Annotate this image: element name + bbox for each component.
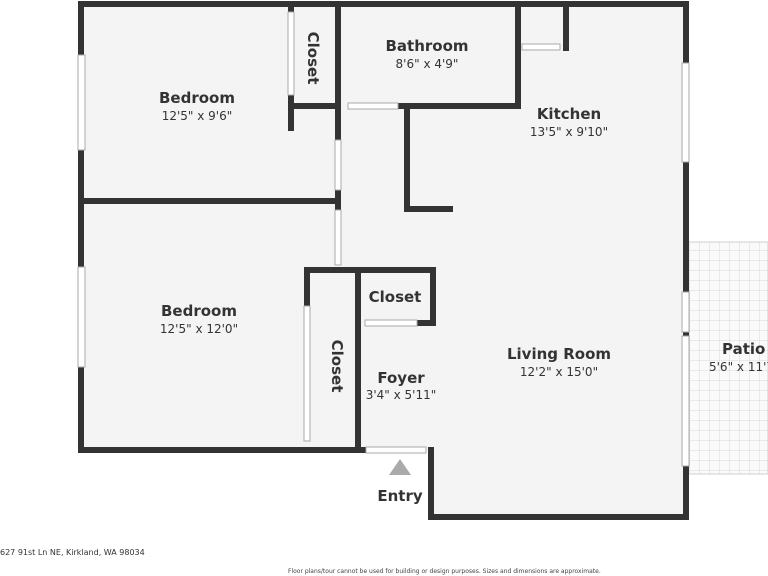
entry-arrow-icon [389,459,411,475]
room-dims-bedroom-top: 12'5" x 9'6" [162,109,233,123]
property-address: 627 91st Ln NE, Kirkland, WA 98034 [0,548,145,557]
patio-area [687,241,768,475]
room-label-bathroom: Bathroom [385,37,468,55]
room-label-kitchen: Kitchen [537,105,601,123]
disclaimer-text: Floor plans/tour cannot be used for buil… [288,568,601,575]
windows [77,54,690,368]
room-dims-foyer: 3'4" x 5'11" [366,388,437,402]
room-dims-living-room: 12'2" x 15'0" [520,365,598,379]
room-dims-bathroom: 8'6" x 4'9" [396,57,459,71]
room-label-closet-bottom: Closet [328,340,346,393]
room-label-closet-top: Closet [304,32,322,85]
entry-label: Entry [377,487,422,505]
room-label-living-room: Living Room [507,345,611,363]
room-label-bedroom-bottom: Bedroom [161,302,237,320]
room-label-foyer: Foyer [377,369,425,387]
room-label-closet-foyer: Closet [369,288,422,306]
room-dims-bedroom-bottom: 12'5" x 12'0" [160,322,238,336]
room-label-patio: Patio [722,340,765,358]
room-label-bedroom-top: Bedroom [159,89,235,107]
exterior-walls [78,1,689,520]
room-dims-kitchen: 13'5" x 9'10" [530,125,608,139]
floor-area [80,3,686,518]
room-dims-patio: 5'6" x 11'7" [709,360,768,374]
interior-walls [80,1,569,451]
door-openings [287,11,690,467]
